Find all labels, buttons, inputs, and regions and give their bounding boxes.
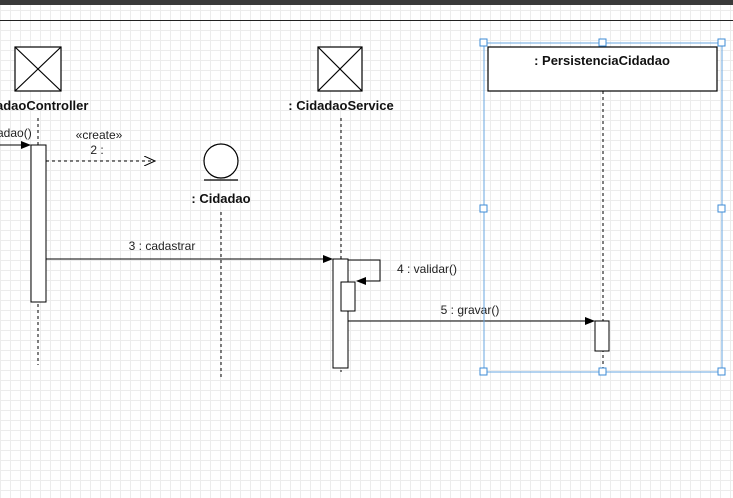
lifeline-controller[interactable]: adaoController bbox=[0, 46, 88, 365]
message-3-label: 3 : cadastrar bbox=[129, 239, 196, 253]
activation-service[interactable] bbox=[332, 258, 349, 369]
message-1[interactable]: adao() bbox=[0, 126, 32, 149]
resize-handle-sw[interactable] bbox=[479, 367, 488, 376]
lifeline-cidadao-label: : Cidadao bbox=[191, 191, 250, 206]
resize-handle-n[interactable] bbox=[598, 38, 607, 47]
lifeline-persistencia-header[interactable] bbox=[487, 46, 718, 92]
resize-handle-nw[interactable] bbox=[479, 38, 488, 47]
entity-circle-icon bbox=[203, 143, 239, 181]
message-4-self[interactable]: 4 : validar() bbox=[348, 259, 457, 285]
resize-handle-ne[interactable] bbox=[717, 38, 726, 47]
canvas-top-border bbox=[0, 20, 733, 21]
message-4-arrow bbox=[348, 259, 381, 285]
message-2-stereotype: «create» bbox=[76, 128, 123, 142]
message-5-label: 5 : gravar() bbox=[441, 303, 500, 317]
lifeline-service-label: : CidadaoService bbox=[288, 98, 394, 113]
selection-box[interactable] bbox=[479, 38, 726, 376]
message-1-label: adao() bbox=[0, 126, 32, 140]
activation-service-nested[interactable] bbox=[340, 281, 356, 312]
lifeline-controller-label: adaoController bbox=[0, 98, 88, 113]
lifeline-persistencia[interactable]: : PersistenciaCidadao bbox=[487, 46, 718, 372]
toolbar-edge bbox=[0, 0, 733, 5]
lifeline-persistencia-label: : PersistenciaCidadao bbox=[534, 53, 670, 68]
boundary-box-icon bbox=[317, 46, 363, 92]
lifeline-service[interactable]: : CidadaoService bbox=[288, 46, 394, 372]
resize-handle-e[interactable] bbox=[717, 204, 726, 213]
resize-handle-w[interactable] bbox=[479, 204, 488, 213]
boundary-box-icon bbox=[14, 46, 62, 92]
message-3[interactable]: 3 : cadastrar bbox=[46, 239, 333, 263]
activation-persistencia[interactable] bbox=[594, 320, 610, 352]
message-4-label: 4 : validar() bbox=[397, 262, 457, 276]
message-2-create[interactable]: «create» 2 : bbox=[46, 128, 155, 161]
resize-handle-s[interactable] bbox=[598, 367, 607, 376]
message-5[interactable]: 5 : gravar() bbox=[348, 303, 595, 325]
resize-handle-se[interactable] bbox=[717, 367, 726, 376]
message-2-label: 2 : bbox=[90, 143, 103, 157]
activation-controller[interactable] bbox=[30, 144, 47, 303]
lifeline-cidadao[interactable]: : Cidadao bbox=[191, 143, 251, 380]
